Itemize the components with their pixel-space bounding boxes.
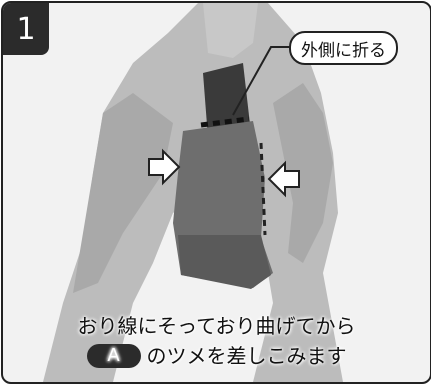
paper-lower xyxy=(178,235,271,289)
fold-line-side xyxy=(259,142,267,236)
arrow-right-icon xyxy=(148,148,181,186)
step-number: 1 xyxy=(16,11,36,47)
head-shape xyxy=(203,3,258,58)
caption-line-2-text: のツメを差しこみます xyxy=(146,344,347,368)
caption-line-1: おり線にそっており曲げてから xyxy=(77,314,356,338)
part-a-badge: A xyxy=(86,344,141,368)
callout-text: 外側に折る xyxy=(301,40,386,61)
left-arm xyxy=(73,93,173,293)
arrow-left-icon xyxy=(267,160,300,198)
step-number-badge: 1 xyxy=(3,3,49,55)
folding-illustration xyxy=(43,3,343,382)
fold-line-dashed xyxy=(200,116,250,128)
instruction-caption: おり線にそっており曲げてから A のツメを差しこみます xyxy=(3,311,430,371)
fold-outside-callout: 外側に折る xyxy=(289,31,398,65)
callout-leader xyxy=(232,46,293,116)
caption-line-2: A のツメを差しこみます xyxy=(3,341,430,371)
right-arm xyxy=(273,83,333,263)
